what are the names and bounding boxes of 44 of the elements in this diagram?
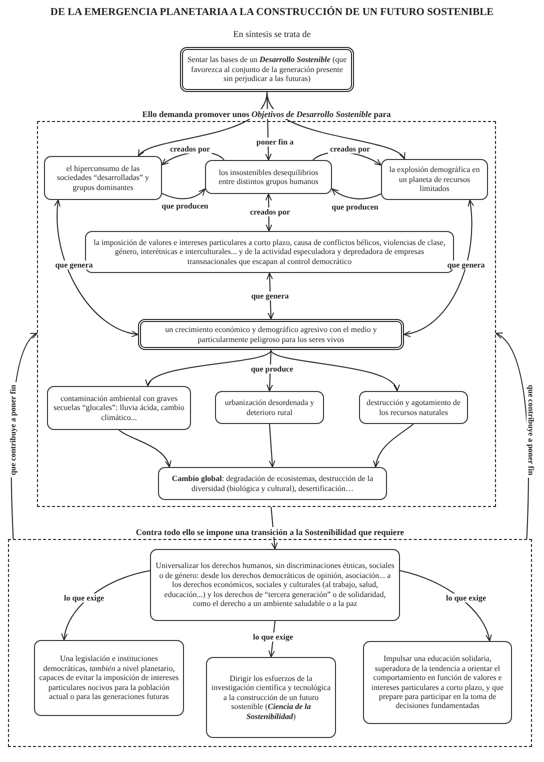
edge-label: poner fin a: [254, 138, 296, 146]
arrow: [118, 430, 171, 468]
arrow: [147, 350, 272, 386]
edge-label: que genera: [445, 260, 487, 270]
text-box: contaminación ambiental con graves secuelas “glocales”: lluvia ácida, cambio climático...: [47, 386, 191, 430]
arrow: [270, 506, 278, 550]
arrow: [400, 570, 492, 642]
arrow: [62, 570, 150, 640]
edge-label: que contribuye a poner fin: [526, 382, 536, 478]
text-box: la explosión demográfica en un planeta de recursos limitados: [381, 159, 488, 200]
note-text: En síntesis se trata de: [233, 29, 311, 39]
edge-label: que producen: [160, 202, 210, 210]
arrow: [268, 424, 276, 468]
edge-label: creados por: [328, 144, 372, 154]
arrow: [270, 350, 398, 392]
text-box: Universalizar los derechos humanos, sin discriminaciones étnicas, sociales o de género: desde los derechos democráticos de opinión, asociación... a los derechos económicos, sociales y culturales (al trabajo, salud, educación...) y los derechos de “tercera generación” o de solidaridad, como el derecho a un ambiente saludable o a la paz: [150, 549, 400, 621]
edge-label: que genera: [249, 292, 291, 300]
arrow: [374, 424, 414, 468]
edge-label: que produce: [248, 364, 296, 374]
edge-label: lo que exige: [444, 594, 488, 602]
arrow: [266, 92, 406, 160]
text-box: destrucción y agotamiento de los recursos naturales: [359, 391, 468, 424]
edge-label: creados por: [248, 208, 292, 216]
edge-label: lo que exige: [251, 632, 295, 642]
edge-label: lo que exige: [62, 594, 106, 602]
edge-label: que genera: [53, 260, 95, 270]
edge-label: creados por: [168, 144, 212, 154]
text-box: un crecimiento económico y demográfico agresivo con el medio y particularmente peligroso para los seres vivos: [138, 319, 404, 350]
text-box: Una legislación e instituciones democráticas, también a nivel planetario, capaces de evitar la imposición de intereses particulares nocivos para la población actual o para las generaciones futuras: [34, 640, 184, 716]
text-box: Dirigir los esfuerzos de la investigación científica y tecnológica a la construcción de un futuro sostenible (Ciencia de la Sostenibilidad): [206, 657, 336, 738]
edge-label: que contribuye a poner fin: [8, 382, 18, 478]
text-box: el hiperconsumo de las sociedades “desarrolladas” y grupos dominantes: [44, 156, 162, 200]
diagram-title: DE LA EMERGENCIA PLANETARIA A LA CONSTRUCCIÓN DE UN FUTURO SOSTENIBLE: [49, 7, 495, 18]
arrow: [332, 188, 382, 200]
arrow: [404, 200, 474, 336]
text-box: Sentar las bases de un Desarrollo Sostenible (que favorezca al conjunto de la generación presente sin perjudicar a las futuras): [180, 47, 354, 92]
arrow: [162, 188, 206, 200]
text-box: Impulsar una educación solidaria, superadora de la tendencia a orientar el comportamiento en función de valores e intereses particulares a corto plazo, y que prepare para participar en la toma de decisiones fundamentadas: [363, 641, 512, 724]
edge-label: que producen: [330, 202, 380, 212]
text-box: los insostenibles desequilibrios entre distintos grupos humanos: [205, 160, 332, 194]
text-box: Cambio global: degradación de ecosistemas, destrucción de la diversidad (biológica y cultural), desertificación…: [158, 467, 387, 500]
text-box: urbanización desordenada y deterioro rural: [215, 391, 324, 424]
arrow: [54, 200, 138, 336]
group-heading: Ello demanda promover unos Objetivos de Desarrollo Sostenible para: [139, 109, 394, 119]
